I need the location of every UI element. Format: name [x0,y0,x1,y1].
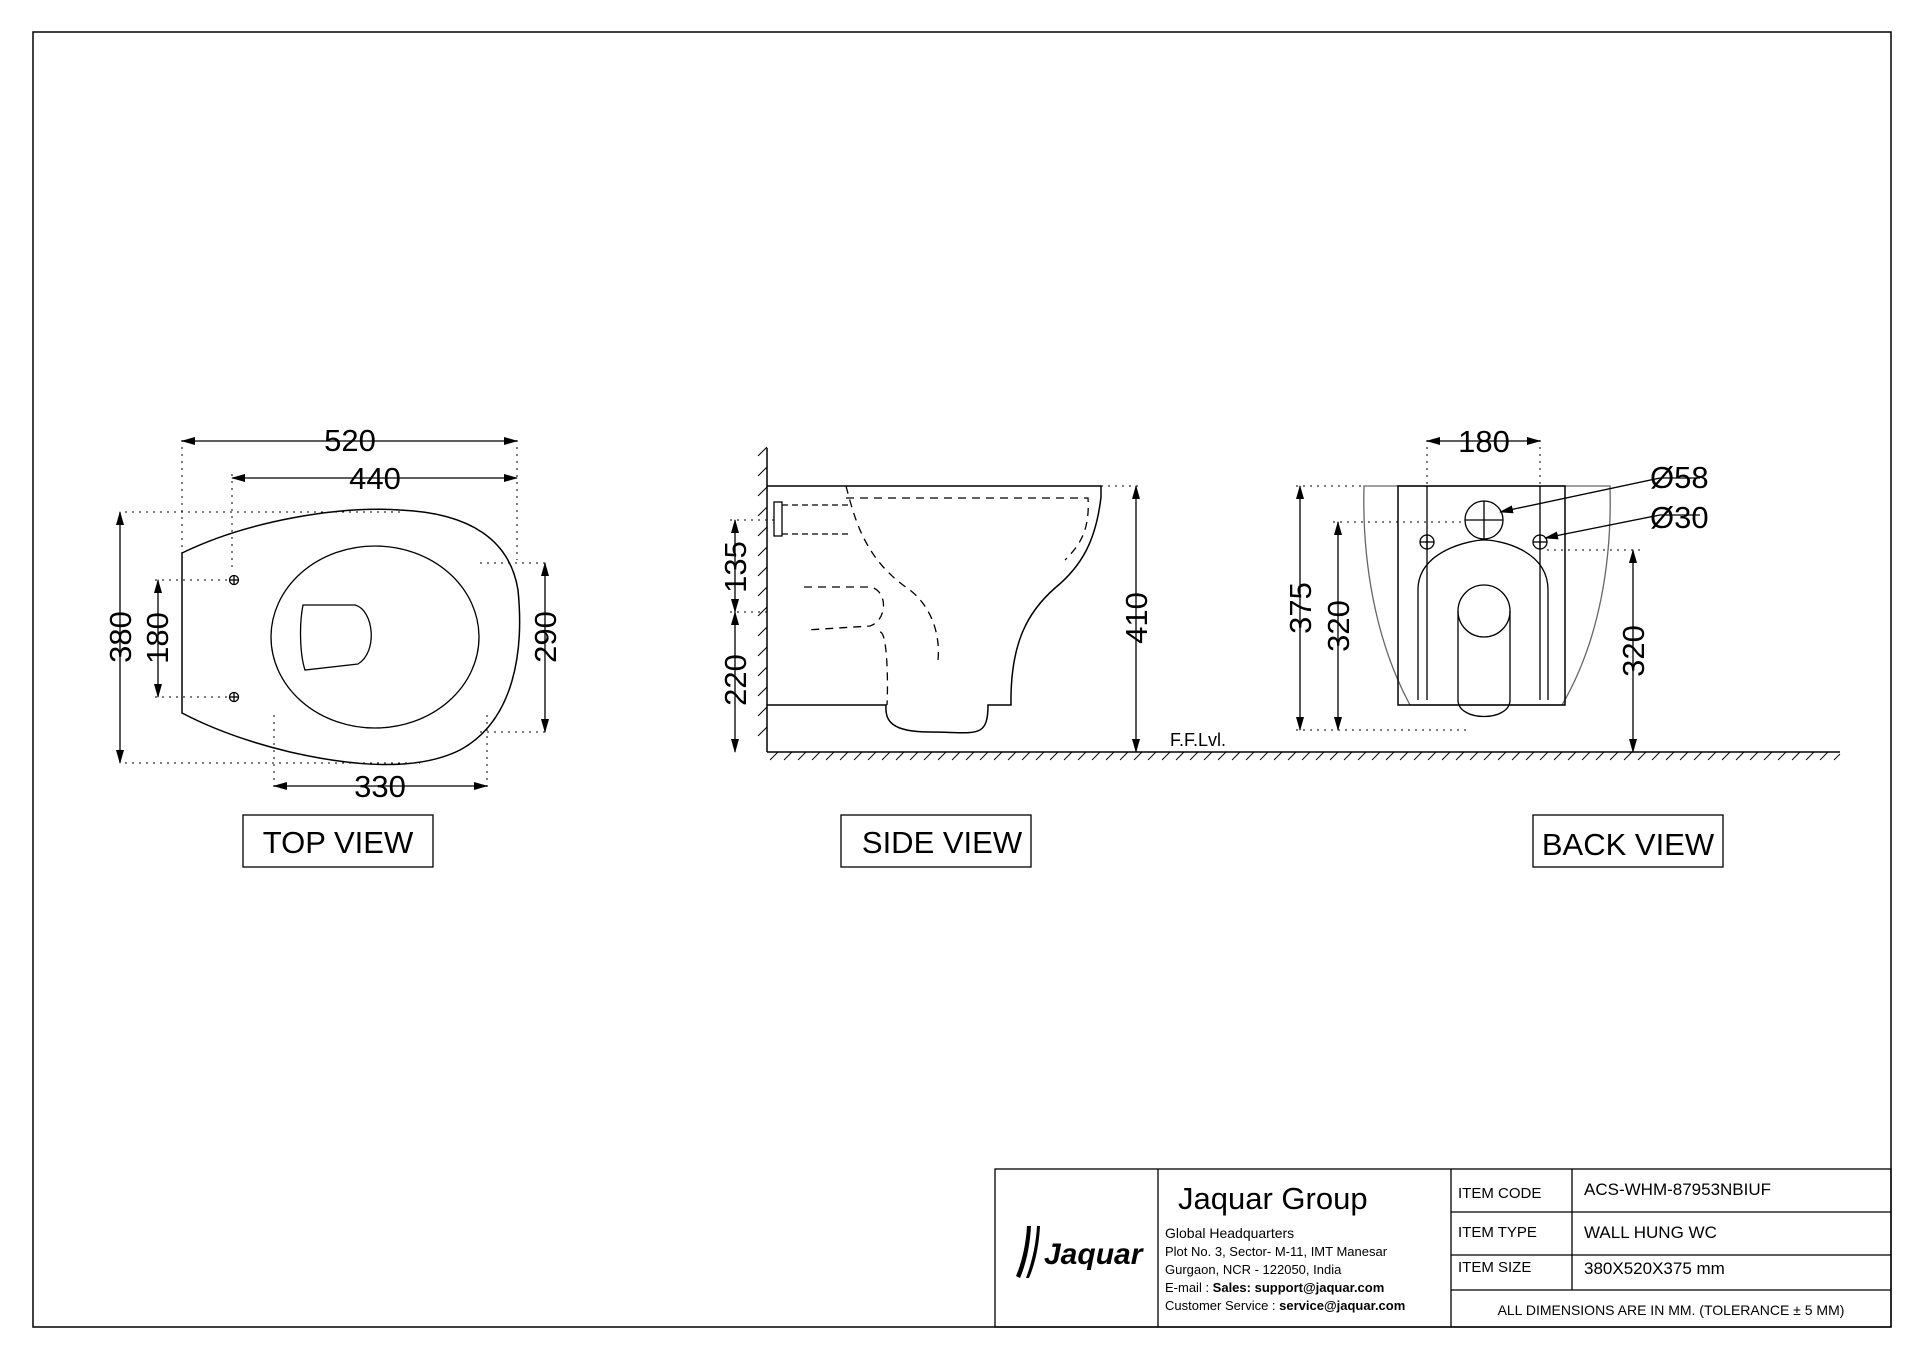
top-view [116,437,549,790]
dim-380: 380 [103,611,138,663]
hq-title: Global Headquarters [1165,1225,1294,1241]
top-view-label: TOP VIEW [263,825,414,860]
item-rows: ITEM CODE ACS-WHM-87953NBIUF ITEM TYPE W… [1458,1180,1844,1318]
top-view-outline [181,508,521,766]
address-line-2: Gurgaon, NCR - 122050, India [1165,1262,1342,1277]
dim-330: 330 [354,769,406,804]
side-view [730,446,1841,761]
hidden-outlet [804,586,889,706]
dim-375: 375 [1283,582,1318,634]
logo-text: Jaquar [1044,1238,1145,1271]
dim-180-top: 180 [140,612,175,664]
side-view-label: SIDE VIEW [862,825,1023,860]
item-type-value: WALL HUNG WC [1584,1223,1717,1242]
side-wc-body [767,485,1102,734]
side-view-dimension-labels: 410 135 220 F.F.Lvl. [718,541,1226,750]
floor-level-label: F.F.Lvl. [1170,730,1226,750]
dim-290: 290 [528,611,563,663]
email-line: E-mail : Sales: support@jaquar.com [1165,1280,1384,1295]
sheet-border [32,31,1892,1328]
top-view-dimension-labels: 520 440 380 180 290 330 [103,423,563,804]
item-code-value: ACS-WHM-87953NBIUF [1584,1180,1771,1199]
top-view-label-box [242,814,434,868]
logo-mark-icon [1016,1226,1040,1278]
back-view-dimension-labels: 180 Ø58 Ø30 375 320 320 [1283,424,1709,677]
item-size-value: 380X520X375 mm [1584,1259,1725,1278]
back-view-label-box [1532,814,1724,868]
outlet-circle [1457,584,1511,638]
company-info: Jaquar Group Global Headquarters Plot No… [1165,1181,1405,1313]
hidden-rim-line [846,497,1089,561]
back-view-label: BACK VIEW [1542,827,1715,862]
back-outlet-u [1417,539,1549,700]
service-line: Customer Service : service@jaquar.com [1165,1298,1405,1313]
inlet-flange [773,501,783,537]
item-size-label: ITEM SIZE [1458,1259,1531,1276]
dim-dia-30: Ø30 [1650,500,1709,535]
dim-440: 440 [349,461,401,496]
dim-180-back: 180 [1458,424,1510,459]
dim-320-left: 320 [1321,600,1356,652]
address-line-1: Plot No. 3, Sector- M-11, IMT Manesar [1165,1244,1388,1259]
company-name: Jaquar Group [1178,1181,1368,1216]
dim-135: 135 [718,541,753,593]
jaquar-logo: Jaquar [1016,1226,1145,1278]
title-block [994,1168,1892,1328]
dimensions-note: ALL DIMENSIONS ARE IN MM. (TOLERANCE ± 5… [1498,1302,1845,1318]
item-code-label: ITEM CODE [1458,1185,1541,1202]
bowl-outlet [299,604,372,671]
dim-410: 410 [1119,592,1154,644]
item-type-label: ITEM TYPE [1458,1224,1537,1241]
dim-dia-58: Ø58 [1650,460,1709,495]
dim-520: 520 [324,423,376,458]
back-outer-silhouette [1363,485,1611,706]
back-body [1397,485,1566,706]
floor-hatch [769,751,1841,761]
bowl-outline [270,545,480,729]
dim-220: 220 [718,654,753,706]
dim-320-right: 320 [1616,625,1651,677]
hidden-bowl-line [845,485,940,661]
outlet-pipe [1457,611,1511,718]
back-view [1296,437,1700,753]
side-view-label-box [840,814,1032,868]
